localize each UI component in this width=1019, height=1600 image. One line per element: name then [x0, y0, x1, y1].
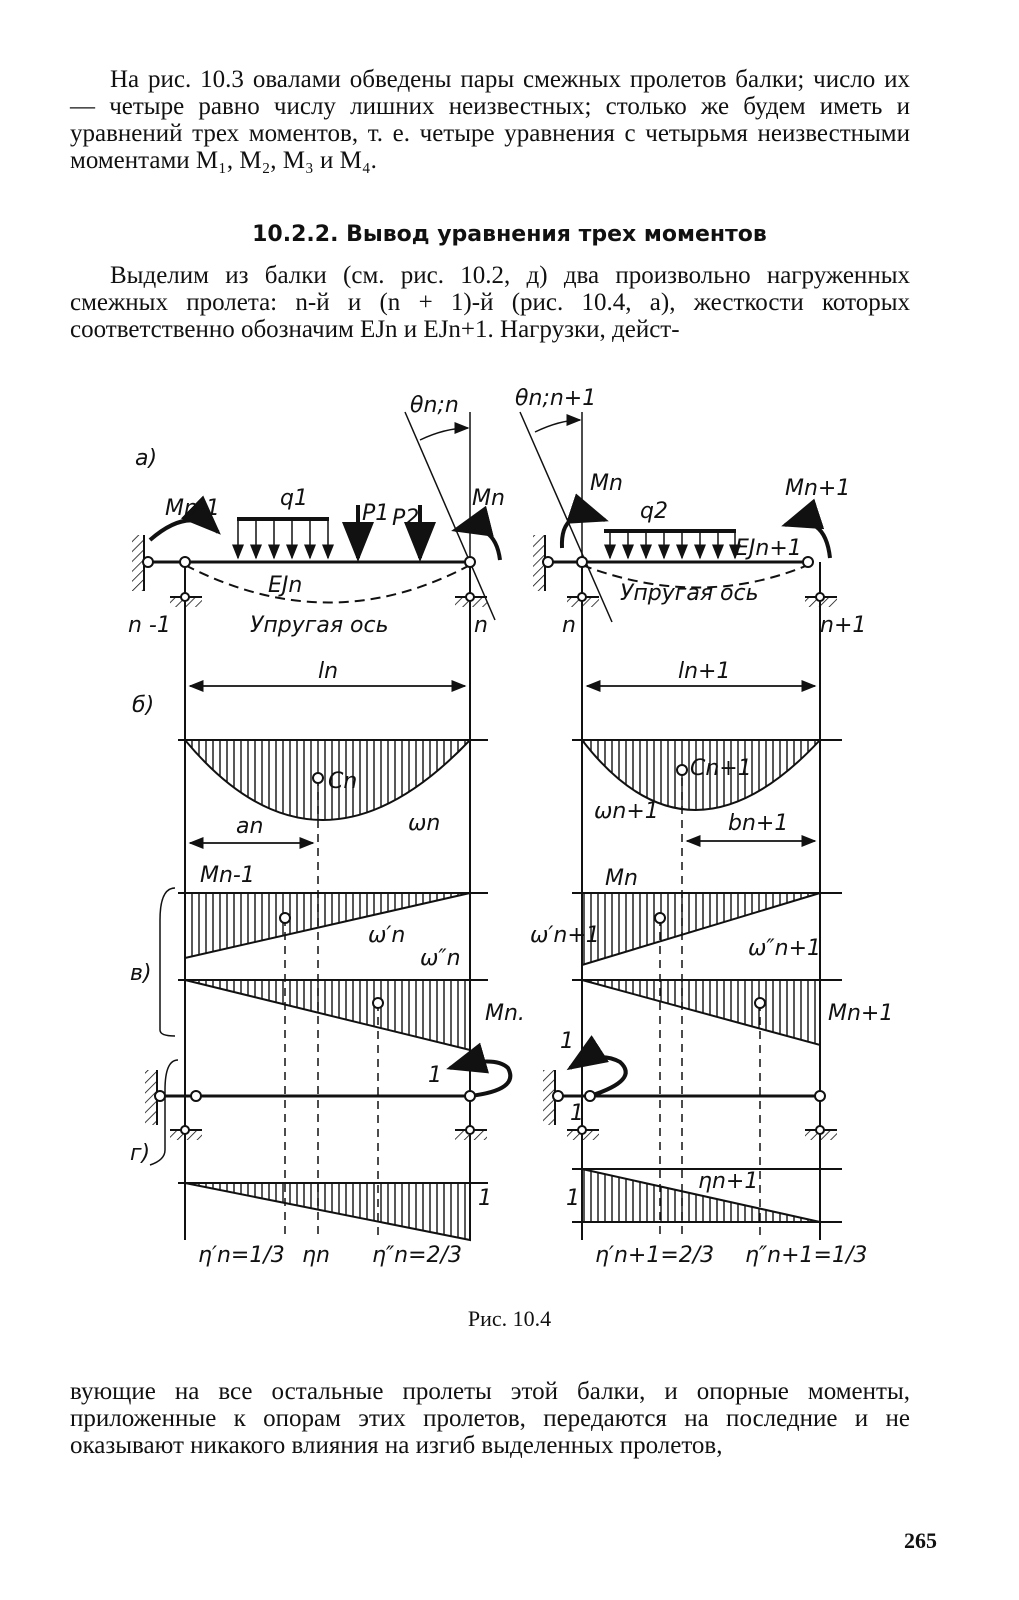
omega-n-diagram — [182, 739, 473, 821]
unit-moment-right — [566, 1035, 628, 1098]
label-eta-pp-n: η″n=2/3 — [372, 1243, 462, 1268]
page-number: 265 — [904, 1528, 937, 1553]
label-m-n-1-diagram: Mn-1 — [200, 863, 255, 888]
label-unit-moment-left: 1 — [428, 1063, 442, 1088]
omega-pp-n1-diagram — [581, 979, 821, 1047]
moment-mn-1 — [148, 495, 221, 542]
label-support-n-1: n -1 — [128, 613, 171, 638]
label-elastic-axis-right: Упругая ось — [620, 581, 759, 606]
label-an: an — [236, 814, 263, 839]
label-unit-ordinate-right: 1 — [566, 1186, 580, 1211]
paragraph-1: На рис. 10.3 овалами обведены пары смежн… — [70, 66, 910, 174]
moment-mn-left — [451, 505, 502, 561]
moment-mn-right — [559, 493, 609, 549]
omega-pp-n-diagram — [184, 979, 471, 1052]
label-m-n-1: Mn-1 — [165, 496, 220, 521]
label-v: в) — [130, 961, 152, 986]
eta-n-diagram — [184, 1182, 471, 1242]
label-ejn: EJn — [268, 573, 302, 598]
omega-p-n1-diagram — [581, 892, 821, 967]
omega-p-n-diagram — [184, 892, 471, 960]
label-eta-n1: ηn+1 — [698, 1169, 758, 1194]
label-cn: Cn — [328, 769, 357, 794]
label-eta-p-n1: η′n+1=2/3 — [595, 1243, 714, 1268]
label-m-n-diagram: Mn — [605, 866, 638, 891]
label-omega-pp-n1: ω″n+1 — [748, 936, 821, 961]
label-q2: q2 — [640, 499, 668, 524]
label-support-n-left: n — [474, 613, 488, 638]
label-ln1: ln+1 — [678, 659, 731, 684]
label-unit-ordinate-left: 1 — [478, 1186, 492, 1211]
label-elastic-axis-left: Упругая ось — [250, 613, 389, 638]
unit-moment-left — [446, 1042, 513, 1098]
label-q1: q1 — [280, 486, 308, 511]
rotation-line-left — [404, 411, 496, 621]
label-bn1: bn+1 — [728, 811, 788, 836]
label-cn1: Cn+1 — [690, 756, 752, 781]
elastic-axis-right — [581, 564, 809, 589]
load-q2-arrows — [604, 530, 741, 560]
label-theta-n-n1: θn;n+1 — [515, 386, 596, 411]
label-eta-p-n: η′n=1/3 — [198, 1243, 285, 1268]
label-unit-right-beam: 1 — [570, 1101, 584, 1126]
label-g: г) — [130, 1141, 150, 1166]
label-theta-n-n: θn;n — [410, 393, 459, 418]
label-omega-n: ωn — [408, 811, 440, 836]
label-m-n1: Mn+1 — [785, 476, 850, 501]
label-a: а) — [135, 446, 157, 471]
figure-caption: Рис. 10.4 — [467, 1306, 552, 1331]
moment-mn1 — [781, 498, 832, 559]
label-b: б) — [132, 693, 154, 718]
label-m-n1-diagram: Mn+1 — [828, 1001, 893, 1026]
label-omega-p-n1: ω′n+1 — [530, 923, 600, 948]
label-m-n-dot: Mn. — [485, 1001, 525, 1026]
label-omega-pp-n: ω″n — [420, 946, 461, 971]
label-m-n-right: Mn — [590, 471, 623, 496]
label-support-n-right: n — [562, 613, 576, 638]
label-p2: P2 — [392, 506, 419, 531]
label-eta-pp-n1: η″n+1=1/3 — [745, 1243, 867, 1268]
label-omega-n1: ωn+1 — [594, 799, 659, 824]
paragraph-3: вующие на все остальные пролеты этой бал… — [70, 1378, 910, 1459]
label-p1: P1 — [362, 501, 389, 526]
load-q1-arrows — [232, 518, 334, 560]
label-ln: ln — [318, 659, 338, 684]
paragraph-2: Выделим из балки (см. рис. 10.2, д) два … — [70, 262, 910, 343]
section-heading: 10.2.2. Вывод уравнения трех моментов — [252, 222, 767, 247]
omega-n1-diagram — [579, 739, 823, 811]
elastic-axis-left — [184, 564, 471, 604]
label-eta-n: ηn — [302, 1243, 330, 1268]
label-m-n-left: Mn — [472, 486, 505, 511]
label-ejn1: EJn+1 — [735, 536, 802, 561]
label-unit-moment-right: 1 — [560, 1029, 574, 1054]
label-support-n1: n+1 — [820, 613, 866, 638]
figure-10-4: а) б) в) г) θn;n θn;n+1 Mn-1 Mn Mn Mn+1 … — [128, 386, 893, 1268]
label-omega-p-n: ω′n — [368, 923, 405, 948]
